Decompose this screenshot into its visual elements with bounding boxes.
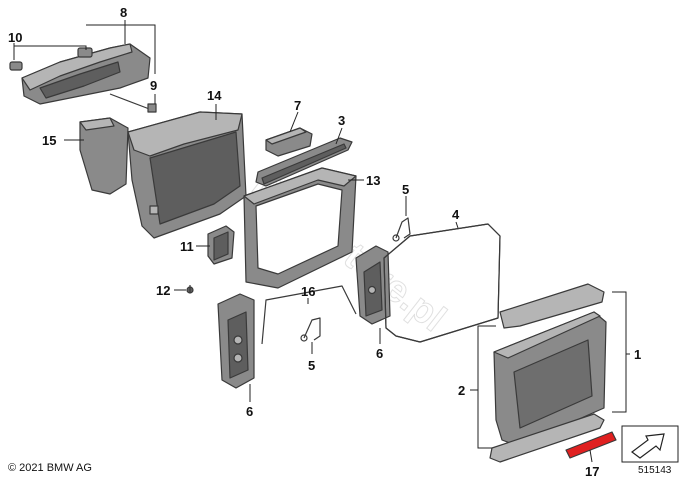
callout-6-right: 6: [376, 346, 383, 361]
callout-13: 13: [366, 173, 380, 188]
callout-15: 15: [42, 133, 56, 148]
callout-6-left: 6: [246, 404, 253, 419]
callout-1: 1: [634, 347, 641, 362]
callout-4: 4: [452, 207, 460, 222]
case-lid-part: [489, 283, 607, 463]
callout-10: 10: [8, 30, 22, 45]
callout-12: 12: [156, 283, 170, 298]
callout-17: 17: [585, 464, 599, 479]
strip-part: [255, 137, 353, 187]
screw-part: [186, 285, 194, 294]
callout-11: 11: [180, 239, 194, 254]
gasket-part: [383, 223, 501, 343]
callout-9: 9: [150, 78, 157, 93]
callout-8: 8: [120, 5, 127, 20]
callout-labels: 8 10 9 14 15 7 3 13 5 4 11 12 16 5 6 6 1…: [8, 5, 641, 479]
wire-rod-part: [261, 285, 357, 345]
clip-part: [207, 225, 235, 265]
callout-5-upper: 5: [402, 182, 409, 197]
hinge-plate-left-part: [217, 293, 255, 389]
reflector-part-highlighted: [565, 431, 617, 459]
copyright-notice: © 2021 BMW AG: [8, 462, 92, 474]
hinge-plate-right-part: [355, 245, 391, 325]
handle-bracket-part: [9, 43, 157, 113]
side-cover-part: [79, 117, 129, 195]
inner-box-part: [127, 111, 247, 239]
callout-3: 3: [338, 113, 345, 128]
reference-number: 515143: [638, 465, 672, 476]
callout-16: 16: [301, 284, 315, 299]
callout-5-lower: 5: [308, 358, 315, 373]
leader-lines: [13, 20, 630, 463]
frame-part: [243, 167, 357, 289]
callout-7: 7: [294, 98, 301, 113]
callout-14: 14: [207, 88, 222, 103]
callout-2: 2: [458, 383, 465, 398]
orientation-arrow-icon: [621, 425, 679, 463]
hook-upper-part: [392, 217, 411, 242]
small-lid-part: [265, 127, 313, 157]
hook-lower-part: [300, 317, 321, 342]
